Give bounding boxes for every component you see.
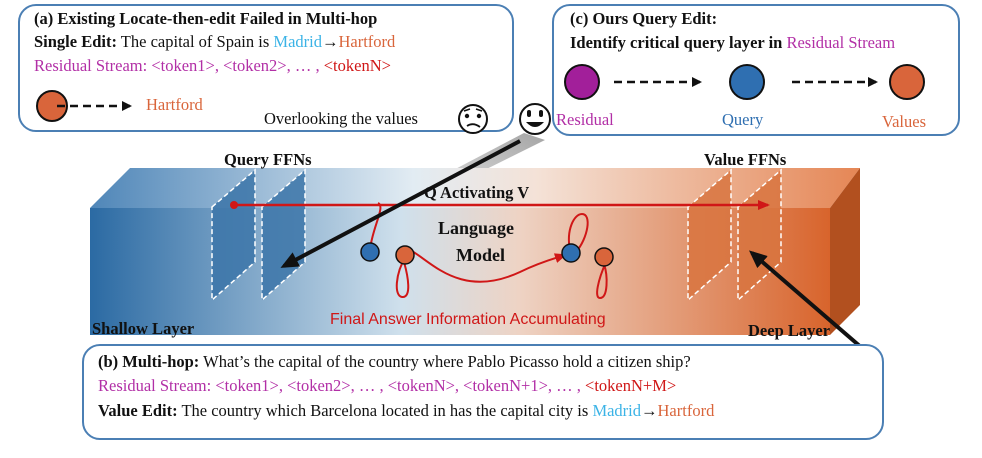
value-ffns-label: Value FFNs (704, 150, 787, 169)
value-circle-2 (594, 247, 614, 267)
residual-label: Residual (556, 110, 614, 129)
panel-a-title: (a) Existing Locate-then-edit Failed in … (34, 9, 378, 28)
single-edit-line: Single Edit: The capital of Spain is Mad… (34, 32, 396, 51)
values-label: Values (882, 112, 926, 131)
shallow-layer-label: Shallow Layer (92, 319, 195, 338)
query-ffns-label: Query FFNs (224, 150, 312, 169)
value-edit-line: Value Edit: The country which Barcelona … (98, 401, 715, 420)
hartford-target-label: Hartford (146, 95, 203, 114)
overlooking-label: Overlooking the values (264, 109, 418, 128)
query-ffn-pointer-arrow (280, 139, 521, 268)
q-activating-v-label: Q Activating V (424, 183, 530, 202)
multi-hop-line: (b) Multi-hop: What’s the capital of the… (98, 352, 691, 371)
language-label: Language (438, 218, 515, 238)
residual-stream-line-b: Residual Stream: <token1>, <token2>, … ,… (98, 376, 677, 395)
query-circle-1 (360, 242, 380, 262)
value-ffn-pointer-arrow (748, 250, 864, 350)
value-circle-1 (395, 245, 415, 265)
panel-existing-method: (a) Existing Locate-then-edit Failed in … (18, 4, 514, 132)
query-circle-2 (561, 243, 581, 263)
model-label: Model (456, 245, 505, 265)
panel-multi-hop: (b) Multi-hop: What’s the capital of the… (82, 344, 884, 440)
panel-c-title: (c) Ours Query Edit: (570, 9, 718, 28)
q-activating-v-start-dot (230, 201, 238, 209)
panel-c-subtitle: Identify critical query layer in Residua… (570, 33, 896, 52)
query-label: Query (722, 110, 764, 129)
residual-stream-line-a: Residual Stream: <token1>, <token2>, … ,… (34, 56, 391, 75)
accumulating-label: Final Answer Information Accumulating (330, 311, 606, 328)
deep-layer-label: Deep Layer (748, 321, 831, 340)
